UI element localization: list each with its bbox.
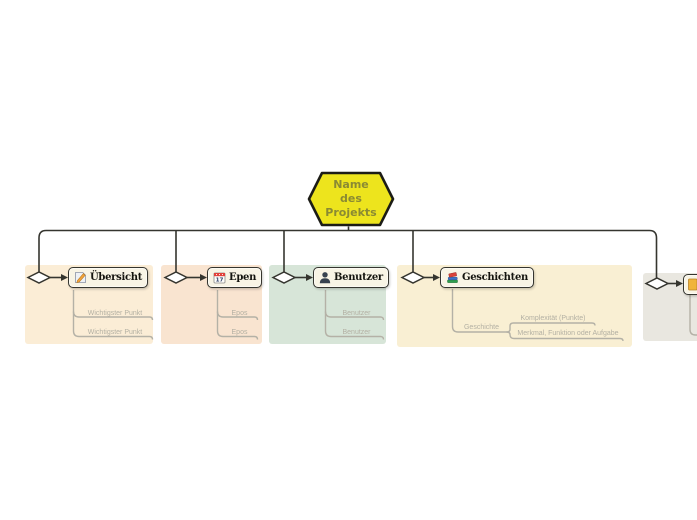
collapse-diamond-benutzer[interactable] xyxy=(271,271,297,284)
collapse-diamond-uebersicht[interactable] xyxy=(26,271,52,284)
book-icon xyxy=(688,278,697,291)
branch-node-clipped[interactable] xyxy=(683,273,697,295)
subtopic-label[interactable]: Wichtigster Punkt xyxy=(87,329,143,336)
subtopic-label[interactable]: Komplexität (Punkte) xyxy=(520,314,586,322)
branch-label: Benutzer xyxy=(334,272,383,283)
subtopic-label[interactable]: Geschichte xyxy=(463,323,500,331)
arrowhead-icon xyxy=(306,274,313,281)
branch-label: Übersicht xyxy=(90,272,143,283)
user-icon xyxy=(319,271,331,284)
arrowhead-icon xyxy=(200,274,207,281)
arrowhead-icon xyxy=(676,280,683,287)
branch-node-geschichten[interactable]: Geschichten xyxy=(440,267,535,288)
arrowhead-icon xyxy=(61,274,68,281)
branch-node-uebersicht[interactable]: Übersicht xyxy=(68,267,149,288)
subtopic-label[interactable]: Wichtigster Punkt xyxy=(87,309,143,317)
branch-label: Epen xyxy=(229,272,257,283)
branch-node-epen[interactable]: 17 Epen xyxy=(207,267,263,288)
collapse-diamond-geschichten[interactable] xyxy=(400,271,426,284)
books-icon xyxy=(446,271,459,284)
calendar-day-number: 17 xyxy=(216,277,224,283)
subtopic-label[interactable]: Merkmal, Funktion oder Aufgabe xyxy=(517,329,619,337)
branch-node-benutzer[interactable]: Benutzer xyxy=(313,267,389,288)
root-topic-label: Name des Projekts xyxy=(325,178,377,219)
root-hexagon-shape xyxy=(307,171,395,227)
subtopic-label[interactable]: Benutzer xyxy=(342,309,371,317)
arrowhead-icon xyxy=(433,274,440,281)
branch-label: Geschichten xyxy=(462,272,529,283)
calendar-icon: 17 xyxy=(213,271,226,284)
subtopic-label[interactable]: Benutzer xyxy=(342,329,371,336)
root-topic[interactable]: Name des Projekts xyxy=(307,170,395,228)
collapse-diamond-epen[interactable] xyxy=(163,271,189,284)
collapse-diamond-clipped[interactable] xyxy=(644,277,670,290)
memo-icon xyxy=(74,271,87,284)
subtopic-connectors xyxy=(72,289,697,342)
branch-trunk-line xyxy=(38,229,658,278)
subtopic-label[interactable]: Epos xyxy=(231,329,248,336)
subtopic-label[interactable]: Epos xyxy=(231,309,248,317)
